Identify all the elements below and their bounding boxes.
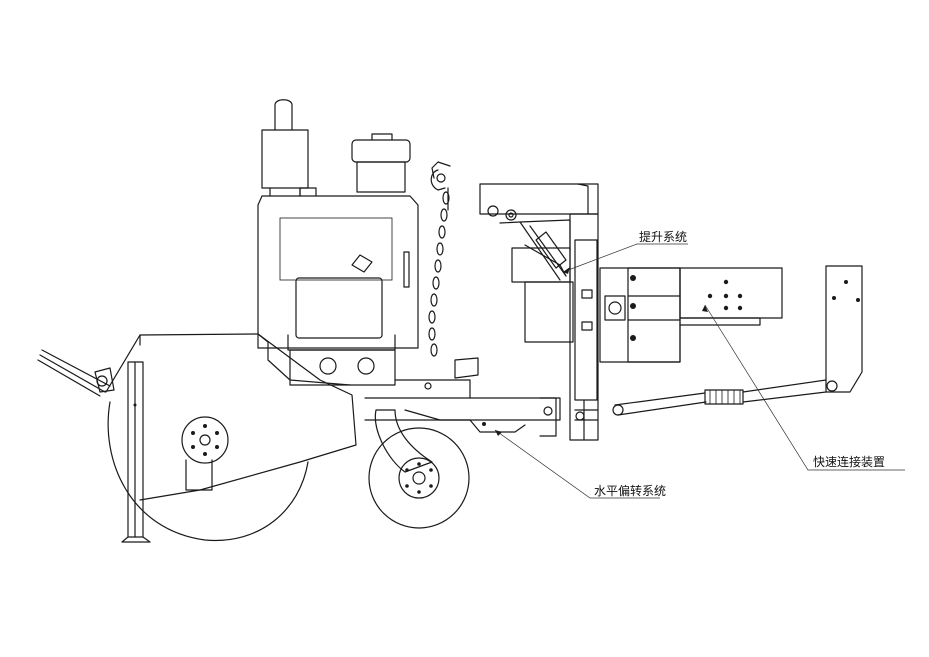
- horizontal-deflection-system-label: 水平偏转系统: [594, 484, 667, 498]
- quick-connect-plate: [599, 267, 783, 363]
- leader-lines: [494, 243, 905, 499]
- stand-leg: [121, 361, 151, 543]
- small-wheel: [368, 409, 470, 529]
- handle-bar: [37, 349, 115, 397]
- right-bracket: [825, 265, 863, 393]
- hydraulic-rod: [612, 379, 838, 416]
- lift-system-label: 提升系统: [639, 230, 688, 244]
- main-housing: [105, 333, 357, 501]
- blade-wheel: [107, 401, 309, 542]
- quick-connect-device-label: 快速连接装置: [813, 455, 886, 469]
- vertical-mast: [569, 213, 599, 441]
- deflection-arm: [364, 357, 561, 437]
- engine-block: [257, 99, 419, 351]
- engine-mount: [289, 349, 396, 386]
- lift-motor: [511, 247, 574, 343]
- engine-grille: [279, 217, 393, 281]
- lift-chain: [428, 161, 451, 357]
